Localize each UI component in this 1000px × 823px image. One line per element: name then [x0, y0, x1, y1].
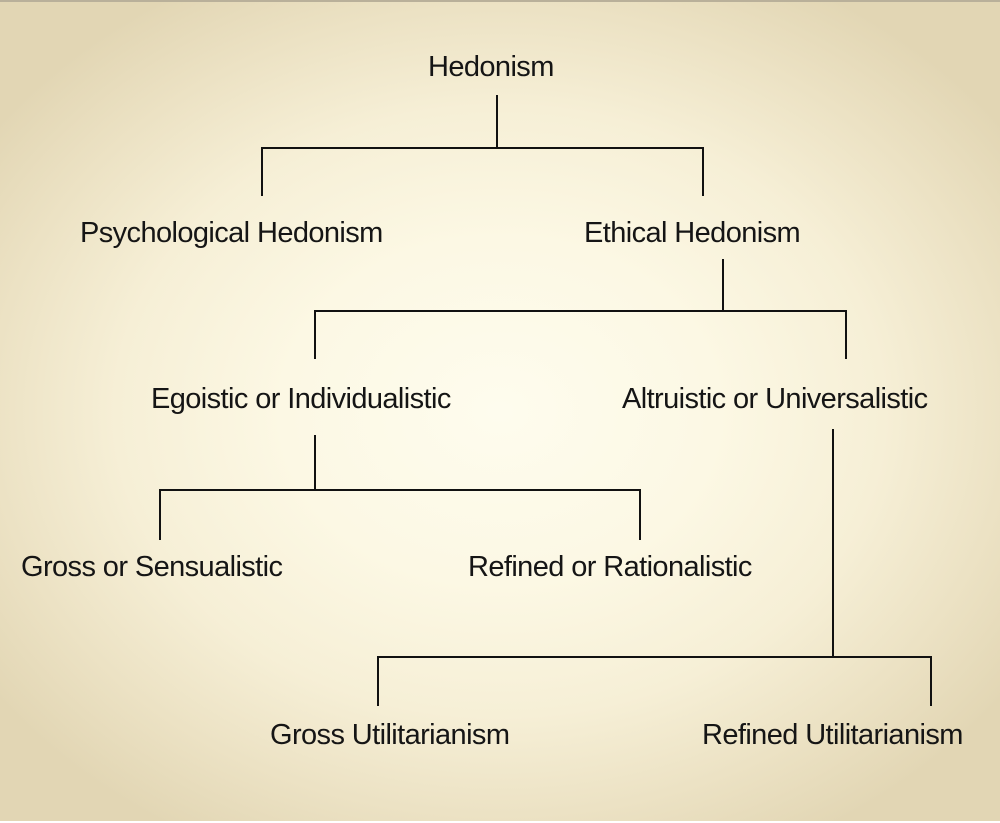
node-hedonism: Hedonism: [428, 51, 554, 83]
node-egoistic-individualistic: Egoistic or Individualistic: [151, 383, 451, 415]
node-ethical-hedonism: Ethical Hedonism: [584, 217, 801, 249]
node-gross-utilitarianism: Gross Utilitarianism: [270, 719, 510, 751]
node-refined-rationalistic: Refined or Rationalistic: [468, 551, 752, 583]
node-altruistic-universalistic: Altruistic or Universalistic: [622, 383, 928, 415]
node-gross-sensualistic: Gross or Sensualistic: [21, 551, 283, 583]
node-refined-utilitarianism: Refined Utilitarianism: [702, 719, 963, 751]
node-psychological-hedonism: Psychological Hedonism: [80, 217, 383, 249]
